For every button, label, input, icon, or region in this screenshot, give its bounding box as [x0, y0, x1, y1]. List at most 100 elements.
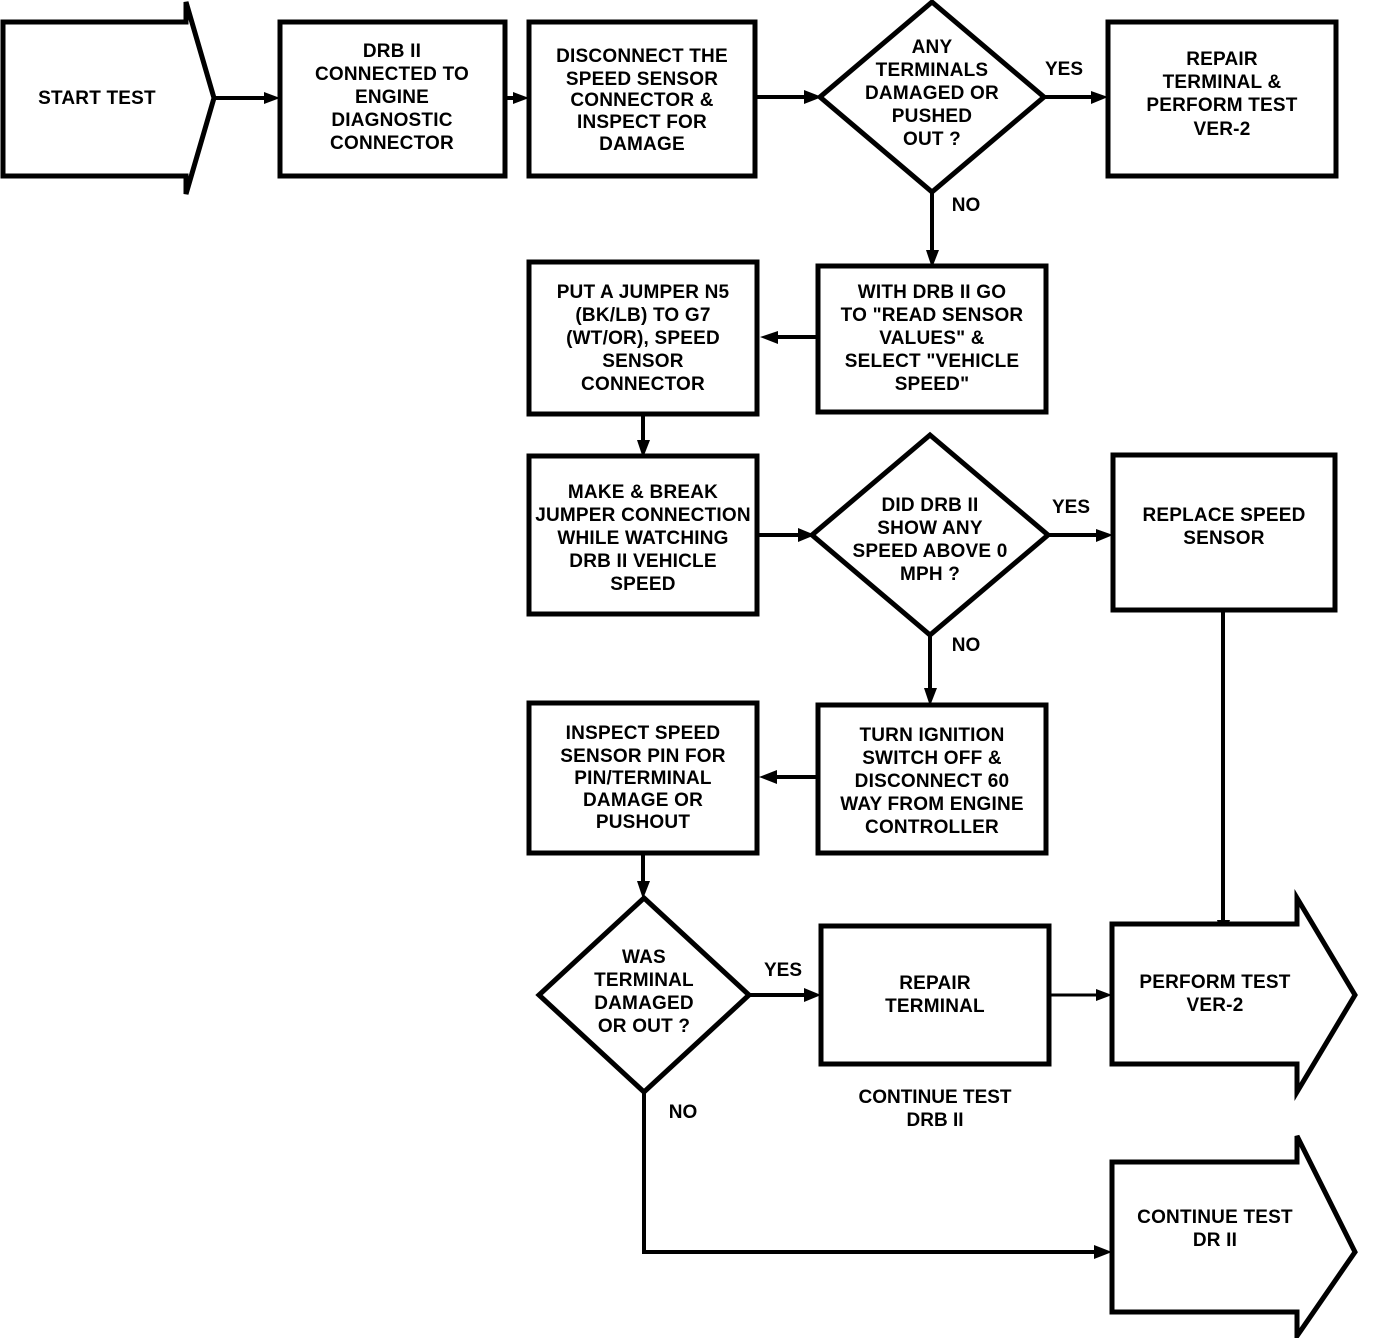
put-jumper-label-1: (BK/LB) TO G7 — [575, 305, 710, 326]
edge-withdrb-to-jumper — [760, 331, 818, 344]
inspect-pin-shape — [526, 700, 760, 856]
inspect-pin-label-0: INSPECT SPEED — [566, 723, 721, 744]
disconnect-label-1: SPEED SENSOR — [566, 69, 718, 90]
edge-label-yes-terminals: YES — [1045, 59, 1083, 80]
edge-disconnect-to-decision1 — [755, 90, 822, 104]
repair-perform-label-0: REPAIR — [1186, 49, 1258, 70]
make-break-shape — [526, 453, 760, 617]
repair-terminal-label-0: REPAIR — [899, 973, 971, 994]
inspect-pin-label-2: PIN/TERMINAL — [574, 768, 712, 789]
edge-replace-to-performtest — [1217, 610, 1230, 938]
edge-decision1-no: NO — [926, 192, 980, 268]
arrow-head-icon — [1096, 529, 1113, 542]
edge-decision2-yes: YES — [1048, 497, 1113, 542]
replace-sensor-label-0: REPLACE SPEED — [1142, 505, 1305, 526]
continue-test-dr2-label-1: DR II — [1193, 1230, 1237, 1251]
edge-label-no-was-terminal: NO — [669, 1102, 698, 1123]
perform-test-ver2-shape — [1109, 888, 1358, 1102]
was-terminal-label-3: OR OUT ? — [598, 1016, 690, 1037]
start-test-shape — [0, 1, 217, 195]
continue-test-drb2-line-0: CONTINUE TEST — [858, 1087, 1011, 1108]
arrow-head-icon — [1094, 1245, 1112, 1259]
with-drb-label-2: VALUES" & — [879, 328, 985, 349]
node-start-test[interactable]: START TEST — [0, 1, 217, 195]
with-drb-label-0: WITH DRB II GO — [858, 282, 1006, 303]
any-terminals-label-2: DAMAGED OR — [865, 83, 999, 104]
turn-ignition-label-0: TURN IGNITION — [859, 725, 1004, 746]
inspect-pin-label-3: DAMAGE OR — [583, 790, 703, 811]
put-jumper-label-2: (WT/OR), SPEED — [566, 328, 720, 349]
was-terminal-label-0: WAS — [622, 947, 666, 968]
disconnect-label-4: DAMAGE — [599, 134, 685, 155]
edge-ignition-to-inspect — [759, 770, 818, 784]
continue-test-dr2-shape — [1109, 1134, 1358, 1338]
replace-sensor-shape — [1110, 452, 1338, 613]
disconnect-label-2: CONNECTOR & — [570, 90, 713, 111]
node-continue-test-dr2[interactable]: CONTINUE TEST DR II — [1109, 1134, 1358, 1338]
drb-connected-label-2: ENGINE — [355, 87, 429, 108]
node-put-a-jumper[interactable]: PUT A JUMPER N5 (BK/LB) TO G7 (WT/OR), S… — [526, 259, 760, 417]
drb-connected-label-1: CONNECTED TO — [315, 64, 469, 85]
repair-terminal-shape — [818, 923, 1052, 1067]
drb-connected-label-3: DIAGNOSTIC — [331, 110, 452, 131]
put-jumper-label-0: PUT A JUMPER N5 — [557, 282, 730, 303]
node-disconnect-speed-sensor[interactable]: DISCONNECT THE SPEED SENSOR CONNECTOR & … — [526, 19, 758, 179]
continue-test-drb2-line-1: DRB II — [907, 1110, 964, 1131]
perform-test-ver2-label-0: PERFORM TEST — [1139, 972, 1290, 993]
repair-perform-shape — [1105, 19, 1339, 179]
put-jumper-label-4: CONNECTOR — [581, 374, 705, 395]
node-did-drb-show-speed[interactable]: DID DRB II SHOW ANY SPEED ABOVE 0 MPH ? — [808, 431, 1052, 639]
turn-ignition-shape — [815, 702, 1049, 856]
node-with-drb-read-sensor[interactable]: WITH DRB II GO TO "READ SENSOR VALUES" &… — [815, 263, 1049, 415]
make-break-label-3: DRB II VEHICLE — [569, 551, 716, 572]
turn-ignition-label-2: DISCONNECT 60 — [855, 771, 1010, 792]
edge-label-yes-was-terminal: YES — [764, 960, 802, 981]
edge-start-to-drb — [213, 92, 280, 104]
with-drb-label-3: SELECT "VEHICLE — [845, 351, 1020, 372]
turn-ignition-label-4: CONTROLLER — [865, 817, 999, 838]
arrow-head-icon — [926, 250, 939, 268]
arrow-head-icon — [1091, 91, 1108, 104]
edge-label-yes-drb-speed: YES — [1052, 497, 1090, 518]
arrow-head-icon — [759, 770, 777, 784]
node-drb-connected[interactable]: DRB II CONNECTED TO ENGINE DIAGNOSTIC CO… — [277, 19, 508, 179]
node-repair-terminal-perform-test[interactable]: REPAIR TERMINAL & PERFORM TEST VER-2 — [1105, 19, 1339, 179]
turn-ignition-label-1: SWITCH OFF & — [862, 748, 1002, 769]
edge-label-no-terminals: NO — [952, 195, 981, 216]
node-perform-test-ver2[interactable]: PERFORM TEST VER-2 — [1109, 888, 1358, 1102]
any-terminals-label-3: PUSHED — [892, 106, 972, 127]
inspect-pin-label-1: SENSOR PIN FOR — [560, 746, 725, 767]
repair-terminal-label-1: TERMINAL — [885, 996, 985, 1017]
node-repair-terminal[interactable]: REPAIR TERMINAL — [818, 923, 1052, 1067]
arrow-head-icon — [760, 331, 778, 344]
make-break-label-1: JUMPER CONNECTION — [535, 505, 751, 526]
arrow-head-icon — [513, 92, 529, 104]
repair-perform-label-1: TERMINAL & — [1163, 72, 1282, 93]
did-drb-label-2: SPEED ABOVE 0 — [853, 541, 1008, 562]
arrow-head-icon — [924, 688, 937, 706]
node-turn-ignition-off[interactable]: TURN IGNITION SWITCH OFF & DISCONNECT 60… — [815, 702, 1049, 856]
edge-label-no-drb-speed: NO — [952, 635, 981, 656]
edge-decision3-no: NO — [642, 1092, 1112, 1259]
node-any-terminals-damaged[interactable]: ANY TERMINALS DAMAGED OR PUSHED OUT ? — [816, 0, 1048, 196]
edge-makebreak-to-decision2 — [757, 528, 815, 542]
node-was-terminal-damaged[interactable]: WAS TERMINAL DAMAGED OR OUT ? — [535, 894, 753, 1096]
turn-ignition-label-3: WAY FROM ENGINE — [840, 794, 1024, 815]
node-inspect-speed-sensor-pin[interactable]: INSPECT SPEED SENSOR PIN FOR PIN/TERMINA… — [526, 700, 760, 856]
any-terminals-label-0: ANY — [912, 37, 953, 58]
drb-connected-label-0: DRB II — [363, 41, 421, 62]
node-replace-speed-sensor[interactable]: REPLACE SPEED SENSOR — [1110, 452, 1338, 613]
make-break-label-2: WHILE WATCHING — [557, 528, 728, 549]
make-break-label-4: SPEED — [610, 574, 675, 595]
inspect-pin-label-4: PUSHOUT — [596, 812, 690, 833]
drb-connected-shape — [277, 19, 508, 179]
node-make-break-jumper[interactable]: MAKE & BREAK JUMPER CONNECTION WHILE WAT… — [526, 453, 760, 617]
edge-jumper-to-makebreak — [637, 414, 650, 458]
arrow-head-icon — [798, 528, 815, 542]
free-label-continue-test-drb2: CONTINUE TEST DRB II — [858, 1087, 1011, 1131]
edge-drb-to-disconnect — [505, 92, 529, 104]
arrow-head-icon — [804, 90, 822, 104]
edge-decision2-no: NO — [924, 635, 980, 706]
arrow-head-icon — [264, 92, 280, 104]
